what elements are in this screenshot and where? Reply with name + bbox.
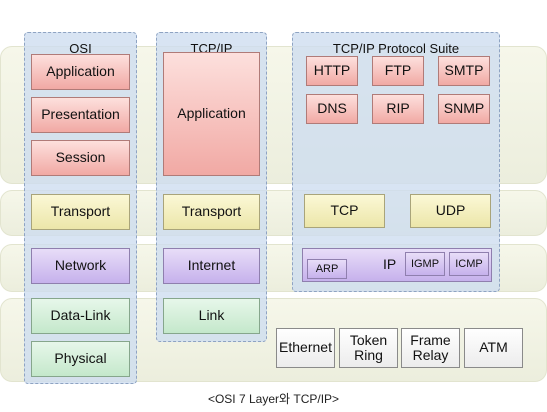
osi-physical-layer: Physical	[31, 341, 130, 377]
frame-relay-tech: Frame Relay	[401, 328, 460, 368]
osi-data-link-layer: Data-Link	[31, 298, 130, 334]
ethernet-tech: Ethernet	[276, 328, 335, 368]
osi-application-layer: Application	[31, 54, 130, 90]
tcpip-link-layer: Link	[163, 298, 260, 334]
osi-column-title: OSI	[69, 41, 92, 56]
icmp-protocol: ICMP	[449, 252, 489, 276]
atm-tech: ATM	[464, 328, 523, 368]
ftp-protocol: FTP	[372, 56, 424, 86]
tcp-protocol: TCP	[304, 194, 385, 228]
udp-protocol: UDP	[410, 194, 491, 228]
ip-protocol-label: IP	[383, 256, 397, 272]
protocol-suite-column-title: TCP/IP Protocol Suite	[332, 41, 460, 56]
rip-protocol: RIP	[372, 94, 424, 124]
tcpip-internet-layer: Internet	[163, 248, 260, 284]
figure-caption: <OSI 7 Layer와 TCP/IP>	[207, 392, 340, 406]
osi-transport-layer: Transport	[31, 194, 130, 230]
tcpip-transport-layer: Transport	[163, 194, 260, 230]
arp-protocol: ARP	[307, 259, 347, 279]
osi-network-layer: Network	[31, 248, 130, 284]
dns-protocol: DNS	[306, 94, 358, 124]
igmp-protocol: IGMP	[405, 252, 445, 276]
token-ring-tech: Token Ring	[339, 328, 398, 368]
osi-presentation-layer: Presentation	[31, 97, 130, 133]
tcpip-application-layer: Application	[163, 52, 260, 176]
osi-session-layer: Session	[31, 140, 130, 176]
snmp-protocol: SNMP	[438, 94, 490, 124]
http-protocol: HTTP	[306, 56, 358, 86]
smtp-protocol: SMTP	[438, 56, 490, 86]
